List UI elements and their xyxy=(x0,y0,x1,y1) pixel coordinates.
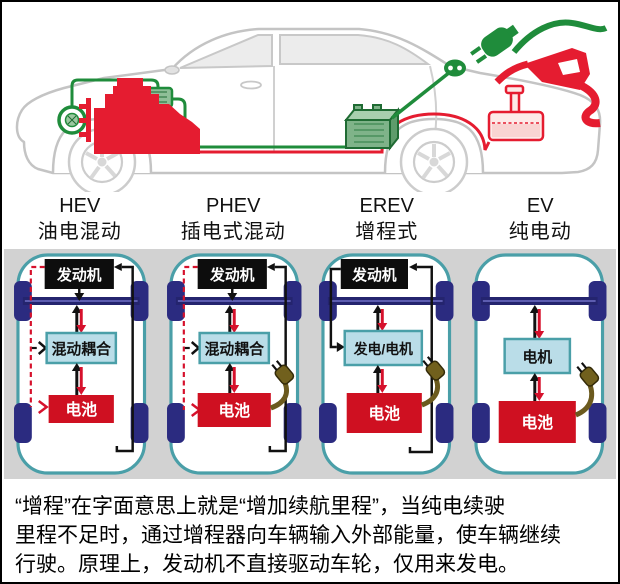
engine-label: 发动机 xyxy=(56,266,102,284)
generator-box xyxy=(343,329,424,367)
caption-line: “增程”在字面意思上就是“增加续航里程”，当纯电续驶 xyxy=(15,495,505,518)
engine-generator-line xyxy=(329,267,341,349)
electric-dashed-line xyxy=(182,265,198,410)
battery-label: 电池 xyxy=(218,401,250,420)
battery-box xyxy=(197,393,271,427)
axle xyxy=(22,297,140,305)
panel-ev: 电机 电池 xyxy=(471,253,606,475)
type-abbr: EREV xyxy=(359,195,414,217)
generator-label: 发电/电机 xyxy=(353,341,413,357)
caption-text: “增程”在字面意思上就是“增加续航里程”，当纯电续驶 里程不足时，通过增程器向车… xyxy=(2,479,618,579)
battery-label: 电池 xyxy=(368,404,400,423)
motor-box xyxy=(502,337,571,375)
type-label-erev: EREV 增程式 xyxy=(321,194,453,249)
side-mirror xyxy=(164,65,180,75)
type-abbr: PHEV xyxy=(206,195,261,217)
engine-icon xyxy=(79,78,200,154)
windshield xyxy=(179,34,273,69)
engine-label: 发动机 xyxy=(351,266,397,284)
fuel-tank-icon xyxy=(487,84,545,142)
door-handle xyxy=(240,80,262,90)
panel-phev: 发动机 混动耦合 电池 xyxy=(166,253,301,475)
vehicle-type-labels: HEV 油电混动 PHEV 插电式混动 EREV 增程式 EV 纯电动 xyxy=(2,192,618,249)
battery-box xyxy=(48,395,114,423)
type-name: 插电式混动 xyxy=(180,221,286,243)
battery-box xyxy=(498,401,576,443)
type-name: 油电混动 xyxy=(37,221,122,243)
charging-plug-icon xyxy=(574,362,599,418)
fuel-nozzle-icon xyxy=(494,48,601,128)
engine-label: 发动机 xyxy=(209,266,255,284)
battery-label: 电池 xyxy=(521,413,553,432)
type-label-ev: EV 纯电动 xyxy=(475,194,607,249)
charging-plug-icon xyxy=(269,360,294,411)
electric-dashed-line xyxy=(29,265,45,407)
type-name: 增程式 xyxy=(355,221,419,243)
side-window xyxy=(279,34,432,65)
engine-box xyxy=(197,259,267,289)
generator-pulley-icon xyxy=(57,105,87,135)
type-abbr: EV xyxy=(526,195,554,217)
panel-erev: 发动机 发电/电机 电池 xyxy=(319,253,454,475)
charging-plug-icon xyxy=(390,19,608,120)
coupling-label: 混动耦合 xyxy=(52,340,111,358)
rear-wheel xyxy=(399,127,469,192)
engine-box xyxy=(44,259,114,289)
axle xyxy=(480,297,598,305)
mech-return-line xyxy=(268,265,287,453)
traction-battery-icon xyxy=(343,104,401,151)
mech-return-line xyxy=(115,265,134,453)
drivetrain-panels: 发动机 混动耦合 电池 xyxy=(4,249,616,479)
coupling-label: 混动耦合 xyxy=(204,340,263,358)
type-label-phev: PHEV 插电式混动 xyxy=(168,194,300,249)
charging-plug-icon xyxy=(420,356,446,408)
charge-port-icon xyxy=(444,59,466,77)
car-cutaway-illustration xyxy=(2,2,618,192)
caption-line: 行驶。原理上，发动机不直接驱动车轮，仅用来发电。 xyxy=(15,553,519,576)
coupling-box xyxy=(197,331,270,365)
type-name: 纯电动 xyxy=(508,221,572,243)
panel-hev: 发动机 混动耦合 电池 xyxy=(14,253,149,475)
motor-label: 电机 xyxy=(522,348,552,366)
axle xyxy=(175,297,293,305)
type-label-hev: HEV 油电混动 xyxy=(14,194,146,249)
battery-label: 电池 xyxy=(65,400,97,419)
battery-box xyxy=(346,393,422,433)
caption-line: 里程不足时，通过增程器向车辆输入外部能量，使车辆继续 xyxy=(15,524,561,547)
car-cutaway-svg xyxy=(15,19,608,192)
type-abbr: HEV xyxy=(59,195,101,217)
wheels xyxy=(14,281,149,443)
coupling-box xyxy=(45,331,118,365)
mech-return-line xyxy=(408,265,433,454)
engine-box xyxy=(340,259,408,289)
axle xyxy=(327,297,445,305)
